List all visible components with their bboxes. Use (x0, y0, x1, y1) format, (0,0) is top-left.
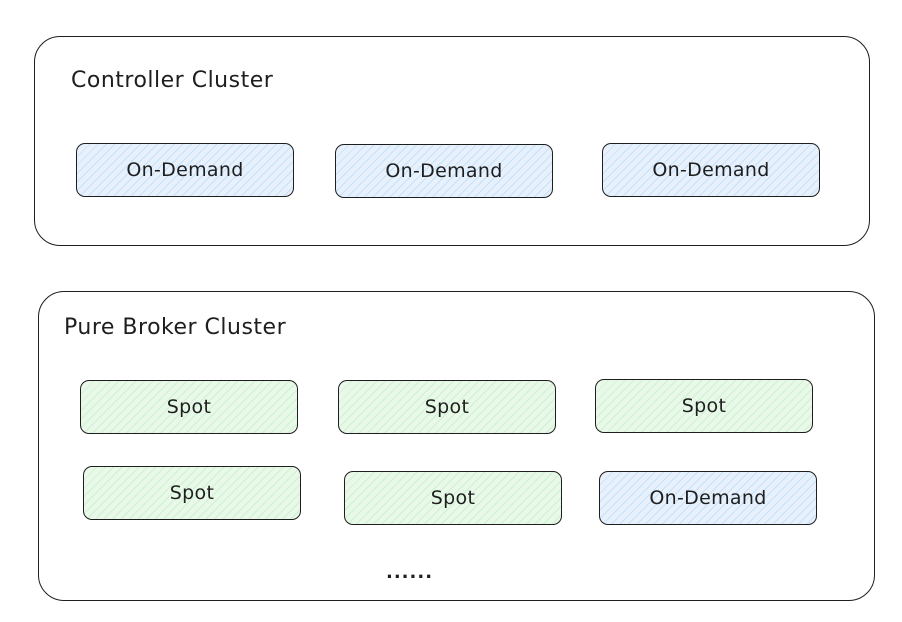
more-nodes-ellipsis: ...... (386, 562, 434, 583)
broker-node-spot: Spot (83, 466, 301, 520)
broker-cluster-box (38, 291, 875, 601)
broker-node-spot: Spot (595, 379, 813, 433)
broker-node-spot: Spot (344, 471, 562, 525)
controller-cluster-title: Controller Cluster (71, 68, 274, 93)
broker-node-on-demand: On-Demand (599, 471, 817, 525)
controller-cluster-box (34, 36, 870, 246)
broker-node-spot: Spot (80, 380, 298, 434)
controller-node-on-demand: On-Demand (602, 143, 820, 197)
controller-node-on-demand: On-Demand (335, 144, 553, 198)
broker-cluster-title: Pure Broker Cluster (64, 315, 287, 340)
broker-node-spot: Spot (338, 380, 556, 434)
controller-node-on-demand: On-Demand (76, 143, 294, 197)
